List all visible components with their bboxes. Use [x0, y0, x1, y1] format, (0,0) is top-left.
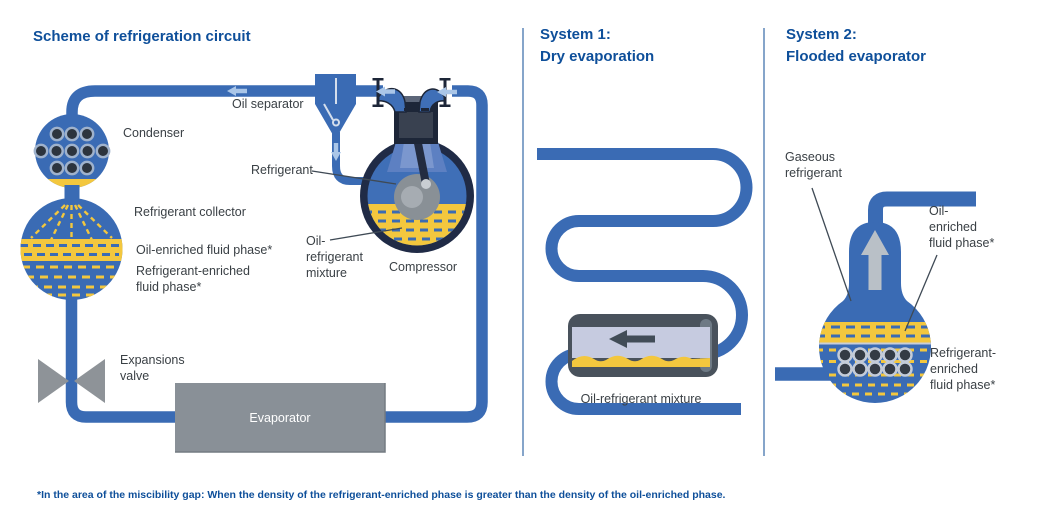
serpentine-pipe: [537, 148, 753, 415]
vapor-up-arrow: [861, 230, 889, 290]
pointer-refrigerant: [311, 170, 397, 185]
oil-separator: [315, 74, 366, 185]
intake-horn-right: [418, 88, 446, 113]
condenser-label: Condenser: [123, 126, 185, 140]
left-panel-title: Scheme of refrigeration circuit: [33, 28, 251, 45]
refrigerant-label: Refrigerant: [251, 163, 313, 177]
expansion-valve: [38, 359, 105, 403]
refrigeration-circuit: [20, 74, 488, 453]
pointer-oil-refrigerant-mixture: [329, 227, 403, 241]
evaporator-box: [175, 383, 386, 453]
flow-arrows: [227, 86, 457, 161]
gas-flow-arrow: [609, 330, 655, 348]
refrigerant-collector: [20, 198, 123, 300]
separator-float: [323, 78, 340, 127]
flask-oil-dashes: [819, 325, 932, 338]
right-panel-title: System 2: Flooded evaporator: [786, 26, 927, 65]
right-oil-enriched-phase-label: Oil- enriched fluid phase*: [929, 204, 995, 250]
oil-enriched-phase-label: Oil-enriched fluid phase*: [136, 243, 273, 257]
middle-panel-title: System 1: Dry evaporation: [540, 26, 655, 65]
condenser-liquid: [35, 179, 109, 188]
separator-spout-pipe: [332, 132, 366, 185]
condenser: [33, 114, 111, 203]
piston: [399, 112, 433, 138]
flask-oil-layer: [819, 322, 932, 343]
flow-arrow-suction: [437, 87, 457, 97]
flow-arrow-separator: [331, 143, 341, 161]
collector-spray: [30, 204, 113, 241]
collector-refrigerant-dashes: [22, 265, 121, 297]
pointer-oil-enriched: [904, 254, 938, 332]
expansion-valve-label: Expansions valve: [120, 353, 185, 383]
pipe-top-run: [66, 85, 383, 118]
oil-refrigerant-mixture-label: Oil- refrigerant mixture: [306, 234, 363, 280]
pipe-main-loop: [65, 85, 488, 423]
middle-oil-refrigerant-mixture-label: Oil-refrigerant mixture: [580, 392, 702, 406]
circuit-pipes: [65, 85, 488, 423]
crank-pin: [421, 179, 431, 189]
valve-plate: [394, 96, 438, 102]
flow-arrow-top-pipe: [227, 86, 247, 96]
flask-outlet-pipe: [868, 191, 976, 235]
flow-arrow-discharge: [376, 86, 395, 97]
gaseous-refrigerant-label: Gaseous refrigerant: [785, 150, 842, 180]
flask-tubes: [837, 347, 913, 377]
crank-hub: [401, 186, 423, 208]
dry-evaporation-diagram: [537, 148, 753, 415]
evaporator-label: Evaporator: [249, 410, 311, 425]
flooded-evaporator-diagram: [775, 187, 976, 403]
collector-oil-dashes: [20, 244, 123, 256]
refrigerant-collector-label: Refrigerant collector: [134, 205, 246, 219]
refrigerant-enriched-phase-label: Refrigerant-enriched fluid phase*: [136, 264, 250, 294]
cutaway-oil-film: [572, 355, 710, 367]
pointer-lines-left: [311, 170, 403, 241]
right-refrigerant-enriched-phase-label: Refrigerant- enriched fluid phase*: [930, 346, 996, 392]
pointer-lines-right: [811, 187, 938, 332]
compressor: [360, 78, 474, 253]
pointer-gaseous-refrigerant: [811, 187, 852, 302]
compressor-label: Compressor: [389, 260, 458, 274]
oil-separator-label: Oil separator: [232, 97, 304, 111]
flask-phase-line: [819, 342, 932, 345]
collector-oil-layer: [20, 239, 123, 261]
separator-funnel: [315, 74, 356, 135]
miscibility-footnote: *In the area of the miscibility gap: Whe…: [37, 489, 726, 501]
pipe-cutaway: [568, 314, 718, 377]
condenser-tubes: [33, 126, 111, 176]
